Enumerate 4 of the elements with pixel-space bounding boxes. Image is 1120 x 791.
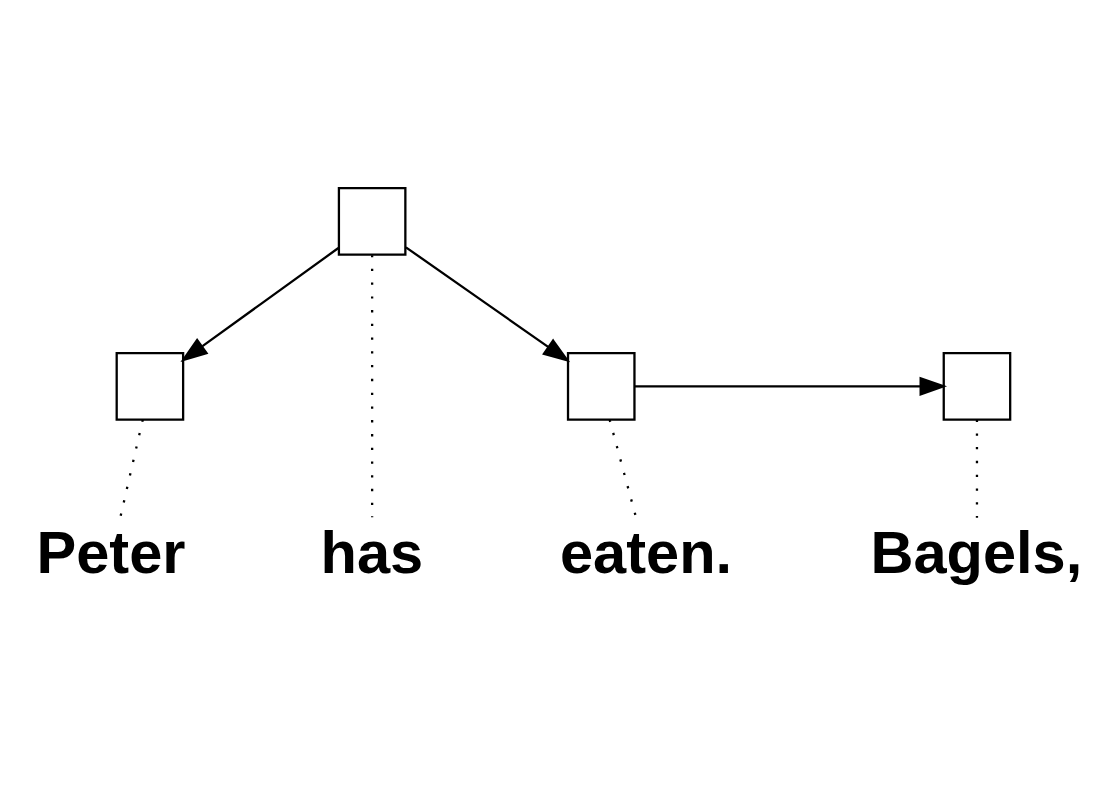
node-text: Peter: [36, 518, 186, 586]
node-text: Bagels,: [870, 518, 1083, 586]
node-text: eaten.: [560, 518, 733, 586]
node-text: has: [320, 518, 424, 586]
